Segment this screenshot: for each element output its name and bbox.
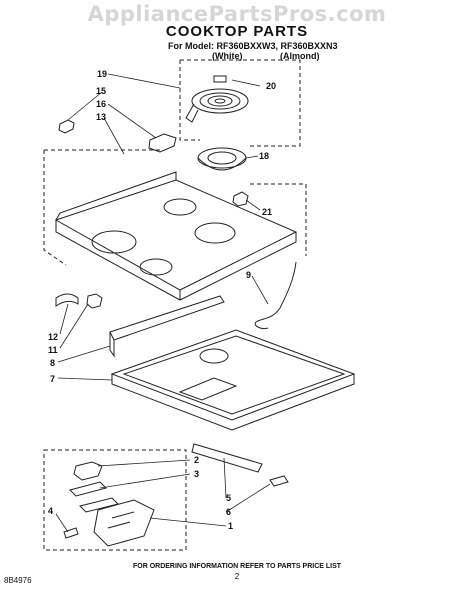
knob-spacer	[86, 293, 103, 309]
front-trim	[109, 295, 225, 341]
callout-19: 19	[97, 69, 108, 79]
variant-almond: (Almond)	[280, 51, 320, 61]
callout-16: 16	[96, 99, 107, 109]
callout-8: 8	[50, 358, 56, 368]
callout-4: 4	[48, 506, 54, 516]
terminal-block	[148, 133, 177, 153]
page-title: COOKTOP PARTS	[165, 23, 309, 40]
callout-20: 20	[266, 81, 277, 91]
callout-7: 7	[50, 374, 56, 384]
surface-element	[185, 75, 249, 123]
hinge-group-box	[43, 449, 187, 551]
drip-bowl	[197, 147, 247, 171]
page-number: 2	[234, 572, 240, 581]
callout-15: 15	[96, 86, 107, 96]
screw	[63, 527, 79, 539]
bracket	[55, 293, 79, 307]
ordering-note: FOR ORDERING INFORMATION REFER TO PARTS …	[132, 563, 342, 570]
latch-plate	[69, 481, 107, 497]
rail	[191, 443, 263, 473]
element-group-box	[180, 59, 301, 147]
callout-1: 1	[228, 521, 234, 531]
wire-harness	[254, 261, 297, 329]
receptacle	[232, 191, 249, 207]
latch-part	[73, 461, 103, 481]
cooktop-panel	[54, 171, 298, 301]
callout-11: 11	[48, 345, 58, 355]
callout-12: 12	[48, 332, 59, 342]
connector	[58, 119, 75, 134]
watermark: AppliancePartsPros.com	[87, 2, 387, 26]
callout-18: 18	[259, 151, 270, 161]
callout-2: 2	[194, 455, 200, 465]
callout-6: 6	[226, 507, 232, 517]
document-number: 8B4976	[4, 576, 32, 585]
clip	[269, 475, 289, 487]
burner-box	[110, 329, 356, 431]
model-line: For Model: RF360BXXW3, RF360BXXN3	[168, 41, 338, 51]
callout-5: 5	[226, 493, 232, 503]
callout-21: 21	[262, 207, 273, 217]
variant-white: (White)	[212, 51, 243, 61]
cooktop-box	[43, 150, 67, 266]
callout-13: 13	[96, 112, 107, 122]
hinge-bracket	[93, 499, 155, 547]
callout-9: 9	[246, 270, 252, 280]
callout-3: 3	[194, 469, 200, 479]
